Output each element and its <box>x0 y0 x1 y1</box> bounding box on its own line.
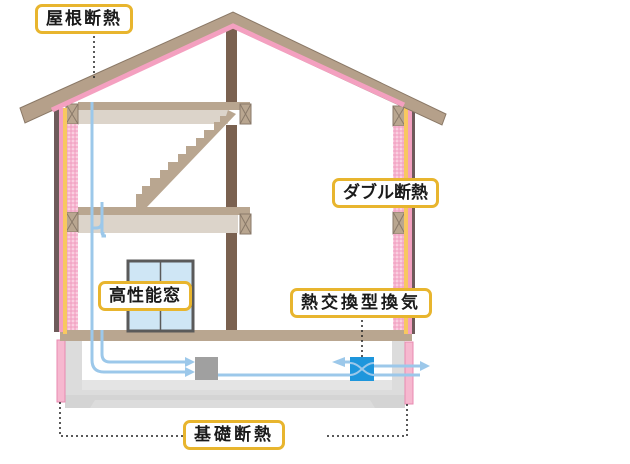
ventilation-ducts <box>90 102 420 377</box>
staircase <box>136 110 236 207</box>
beam-end-block <box>65 103 406 235</box>
roof-insulation-label: 屋根断熱 <box>35 4 133 34</box>
duct-branch <box>92 202 104 230</box>
foundation-insulation-label: 基礎断熱 <box>183 420 285 450</box>
ground-floor-beam <box>60 330 412 341</box>
heat-exchange-ventilation-label: 熱交換型換気 <box>290 288 432 318</box>
ventilation-unit <box>195 357 218 380</box>
right-wall <box>393 106 415 334</box>
middle-floor-beam <box>78 207 250 233</box>
double-insulation-label: ダブル断熱 <box>332 178 439 208</box>
foundation-insulation-right <box>404 341 414 405</box>
leader-lines <box>59 36 408 437</box>
upper-floor-beam <box>78 102 250 124</box>
roof <box>19 11 447 126</box>
heat-exchanger-unit <box>349 357 375 381</box>
left-wall <box>54 108 78 334</box>
center-post-top <box>226 28 237 105</box>
high-performance-window-label: 高性能窓 <box>98 281 192 311</box>
foundation-insulation-left <box>56 339 66 403</box>
center-post-low <box>226 233 237 330</box>
center-post-mid <box>226 125 237 207</box>
